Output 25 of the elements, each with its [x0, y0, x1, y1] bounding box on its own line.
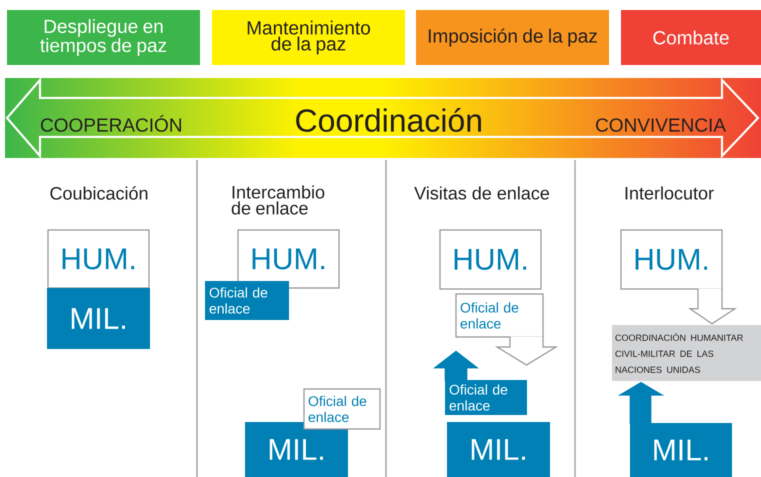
hum-box: HUM.	[439, 229, 542, 290]
phase-box: Imposición de la paz	[416, 10, 609, 65]
block-arrow	[494, 336, 558, 366]
info-box: COORDINACIÓN HUMANITAR CIVIL-MILITAR DE LAS NACIONES UNIDAS	[612, 325, 761, 381]
column-heading: Coubicación	[50, 186, 148, 200]
block-arrow	[688, 288, 738, 324]
phase-box: Despliegue en tiempos de paz	[7, 10, 200, 65]
column-heading: Visitas de enlace	[414, 186, 550, 200]
hum-box: HUM.	[237, 229, 340, 289]
hum-box: HUM.	[47, 229, 150, 289]
mil-box: MIL.	[630, 423, 732, 477]
mil-box: MIL.	[245, 422, 348, 477]
liaison-box: Oficial de enlace	[303, 388, 381, 430]
column-heading: Interlocutor	[626, 186, 714, 200]
block-arrow	[433, 350, 479, 382]
phase-box: Combate	[621, 10, 761, 65]
liaison-box: Oficial de enlace	[205, 281, 289, 320]
hum-box: HUM.	[620, 229, 723, 290]
phase-box: Mantenimiento de la paz	[212, 10, 405, 65]
mil-box: MIL.	[447, 422, 550, 477]
liaison-box: Oficial de enlace	[445, 380, 527, 415]
block-arrow	[618, 382, 664, 424]
column-heading: Intercambio de enlace	[232, 185, 324, 215]
mil-box: MIL.	[47, 288, 150, 349]
liaison-box: Oficial de enlace	[455, 293, 544, 338]
